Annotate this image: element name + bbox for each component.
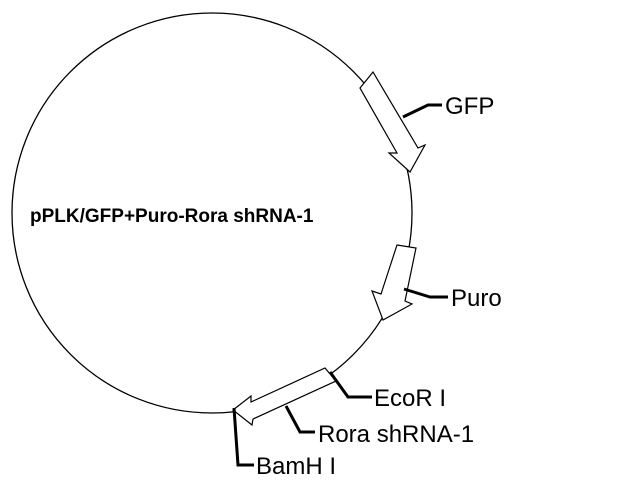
gfp-label: GFP (445, 93, 494, 120)
bamhi-leader-line (232, 407, 254, 467)
bamhi-label: BamH I (256, 453, 336, 480)
gfp-feature-arrow (359, 70, 427, 173)
plasmid-name: pPLK/GFP+Puro-Rora shRNA-1 (30, 206, 314, 227)
plasmid-backbone (11, 12, 413, 414)
rora-shrna-feature-arrow (232, 367, 337, 427)
ecori-leader-line (328, 371, 372, 399)
puro-feature-arrow (370, 244, 417, 321)
rora-shrna-leader-line (284, 405, 315, 434)
ecori-label: EcoR I (374, 385, 446, 412)
rora-shrna-label: Rora shRNA-1 (318, 421, 474, 448)
puro-label: Puro (451, 285, 502, 312)
gfp-leader-line (402, 103, 442, 119)
puro-leader-line (403, 287, 448, 299)
